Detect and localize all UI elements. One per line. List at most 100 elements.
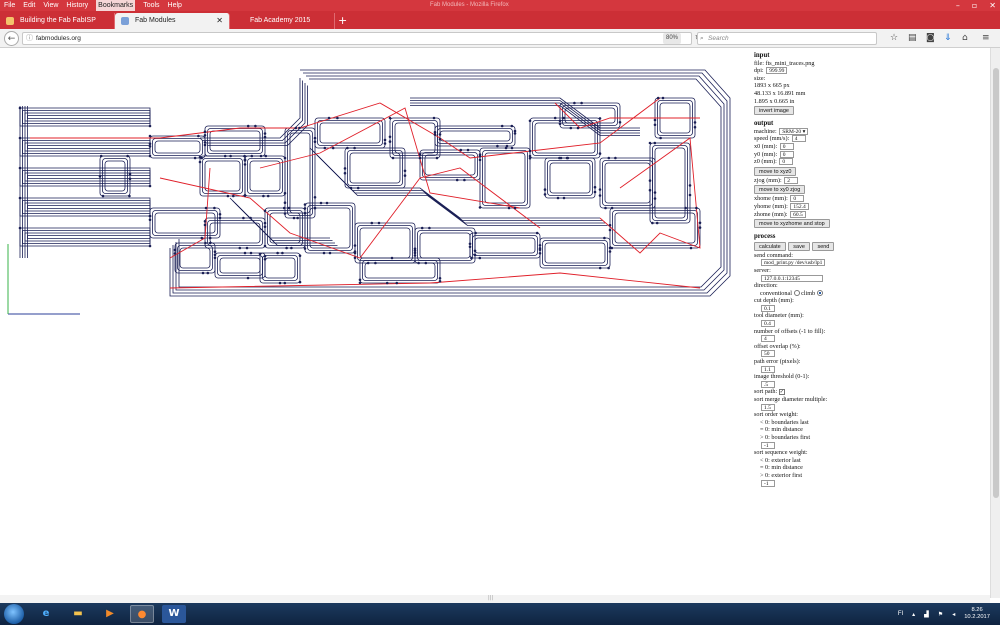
conventional-radio[interactable] (793, 290, 800, 297)
menu-view[interactable]: View (43, 2, 59, 9)
star-icon[interactable]: ☆ (890, 33, 899, 43)
menu-edit[interactable]: Edit (23, 2, 36, 9)
offsets-input[interactable]: 4 (761, 335, 775, 343)
sequence-weight-label: sort sequence weight: (754, 449, 808, 457)
library-icon[interactable]: ▤ (908, 33, 917, 43)
close-icon[interactable]: ✕ (989, 1, 996, 10)
control-panel: input file: fts_mini_traces.png dpi: 999… (754, 52, 854, 487)
minimize-icon[interactable]: – (955, 1, 960, 10)
speed-input[interactable]: 4 (791, 135, 806, 143)
menu-tools[interactable]: Tools (143, 2, 160, 9)
sort-merge-label: sort merge diameter multiple: (754, 395, 828, 403)
xhome-input[interactable]: 0 (790, 195, 805, 203)
y0-label: y0 (mm): (754, 150, 778, 158)
machine-label: machine: (754, 127, 777, 135)
dpi-input[interactable]: 999.99 (766, 67, 788, 75)
path-error-input[interactable]: 1.1 (761, 365, 775, 373)
overlap-label: offset overlap (%): (754, 342, 801, 350)
horizontal-scrollbar[interactable]: ||| (0, 595, 990, 603)
firefox-icon[interactable]: ● (130, 605, 154, 623)
zjog-input[interactable]: 2 (784, 176, 799, 184)
info-icon[interactable]: ⓘ (26, 35, 33, 42)
climb-radio[interactable] (816, 290, 823, 297)
tab-label: Fab Modules (135, 17, 176, 24)
media-icon[interactable]: ▶ (106, 608, 114, 619)
language-indicator[interactable]: FI (897, 611, 904, 617)
ie-icon[interactable]: e (42, 608, 50, 619)
machine-value: SRM-20 (782, 128, 802, 135)
menu-history[interactable]: History (66, 2, 89, 9)
search-icon: ⌕ (700, 35, 704, 42)
send-command-input[interactable]: mod_print.py /dev/usb/lp1 (761, 259, 826, 267)
maximize-icon[interactable]: ▫ (971, 1, 978, 10)
menu-icon[interactable]: ≡ (982, 33, 990, 43)
server-label: server: (754, 266, 771, 274)
volume-icon[interactable]: ◂ (952, 611, 956, 618)
overlap-input[interactable]: 50 (761, 350, 775, 358)
scroll-grip-icon: ||| (488, 595, 494, 601)
chevron-down-icon: ▾ (802, 128, 806, 135)
zoom-indicator[interactable]: 80% (663, 33, 682, 44)
x0-input[interactable]: 0 (779, 143, 794, 151)
save-button[interactable]: save (788, 241, 810, 251)
system-tray: FI ▴ ▟ ⚑ ◂ 8.26 10.2.2017 (898, 605, 990, 623)
scrollbar-thumb[interactable] (993, 68, 999, 498)
sort-path-checkbox[interactable]: ✓ (778, 388, 785, 395)
calculate-button[interactable]: calculate (754, 241, 786, 251)
send-button[interactable]: send (812, 241, 835, 251)
home-icon[interactable]: ⌂ (962, 33, 968, 43)
move-home-button[interactable]: move to xyzhome and stop (754, 219, 830, 229)
order-weight-input[interactable]: -1 (761, 441, 775, 449)
window-controls: – ▫ ✕ (956, 0, 996, 11)
network-icon[interactable]: ▟ (924, 611, 929, 618)
send-command-label: send command: (754, 251, 794, 259)
vertical-scrollbar[interactable] (990, 48, 1000, 598)
title-bar (0, 0, 1000, 11)
cut-depth-input[interactable]: 0.1 (761, 304, 775, 312)
machine-select[interactable]: SRM-20 ▾ (779, 127, 809, 135)
tab-favicon (121, 17, 129, 25)
y0-input[interactable]: 0 (779, 150, 794, 158)
z0-input[interactable]: 0 (779, 158, 794, 166)
zhome-input[interactable]: 60.5 (790, 210, 806, 218)
toolpath-traces (19, 69, 731, 297)
offsets-label: number of offsets (-1 to fill): (754, 327, 826, 335)
tab-favicon (6, 17, 14, 25)
yhome-input[interactable]: 152.4 (790, 202, 809, 210)
menu-help[interactable]: Help (167, 2, 182, 9)
menu-bookmarks[interactable]: Bookmarks (96, 0, 136, 11)
threshold-input[interactable]: .5 (761, 380, 775, 388)
search-input[interactable]: ⌕ Search (697, 32, 877, 45)
tool-diameter-input[interactable]: 0.4 (761, 320, 775, 328)
move-xyz0-button[interactable]: move to xyz0 (754, 166, 797, 176)
tab-fab-modules[interactable]: Fab Modules ✕ (115, 13, 230, 29)
tab-fabisp[interactable]: Building the Fab FabISP (0, 13, 115, 29)
download-icon[interactable]: ⇓ (944, 33, 952, 43)
invert-image-button[interactable]: invert image (754, 106, 794, 116)
tray-arrow-icon[interactable]: ▴ (912, 611, 916, 618)
close-tab-icon[interactable]: ✕ (216, 16, 223, 25)
url-text: fabmodules.org (36, 35, 81, 42)
url-bar[interactable]: ⓘ fabmodules.org 80% ↻ (22, 32, 701, 45)
clock[interactable]: 8.26 10.2.2017 (964, 607, 990, 621)
size-in: 1.895 x 0.665 in (754, 97, 795, 105)
menu-file[interactable]: File (4, 2, 16, 9)
explorer-icon[interactable]: ▬ (73, 608, 83, 619)
clock-time: 8.26 (971, 607, 983, 613)
sequence-weight-input[interactable]: -1 (761, 479, 775, 487)
sort-merge-input[interactable]: 1.5 (761, 403, 775, 411)
flag-icon[interactable]: ⚑ (937, 611, 944, 618)
server-input[interactable]: 127.0.0.1:12345 (761, 274, 823, 282)
pocket-icon[interactable]: ◙ (926, 33, 935, 43)
back-button[interactable]: ← (4, 31, 19, 46)
word-icon[interactable]: W (162, 605, 186, 623)
new-tab-button[interactable]: + (338, 14, 348, 27)
size-px: 1893 x 665 px (754, 82, 790, 90)
windows-start-icon[interactable] (4, 604, 24, 624)
tab-label: Fab Academy 2015 (250, 17, 311, 24)
zjog-label: zjog (mm): (754, 176, 782, 184)
move-xy0-zjog-button[interactable]: move to xy0 zjog (754, 185, 806, 195)
order-option-1: < 0: boundaries last (760, 418, 809, 426)
tab-fab-academy[interactable]: Fab Academy 2015 (230, 13, 335, 29)
